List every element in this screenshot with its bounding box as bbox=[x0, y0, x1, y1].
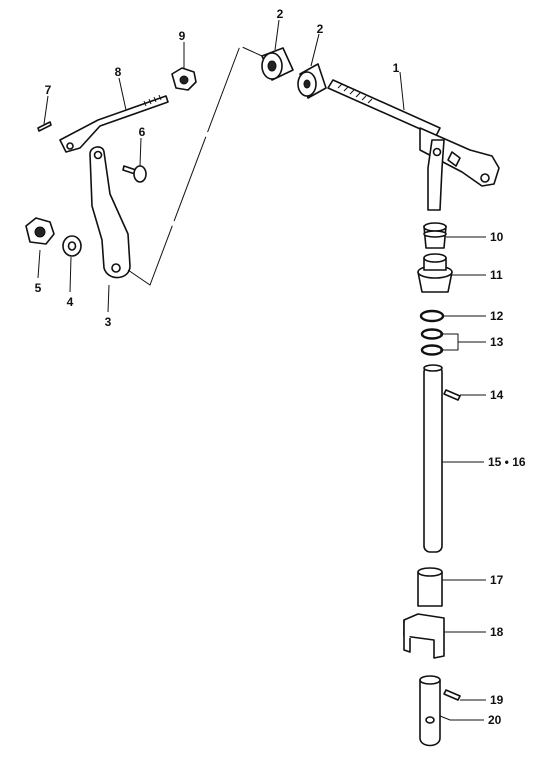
leader-lines bbox=[37, 19, 486, 721]
callout-5: 5 bbox=[35, 281, 42, 295]
callout-19: 19 bbox=[490, 693, 504, 707]
callout-6: 6 bbox=[139, 125, 146, 139]
callout-3: 3 bbox=[105, 315, 112, 329]
callout-14: 14 bbox=[490, 388, 504, 402]
callout-2a: 2 bbox=[277, 7, 284, 21]
part-6-bolt bbox=[122, 165, 147, 183]
callout-10: 10 bbox=[490, 230, 504, 244]
part-10-bushing bbox=[423, 222, 447, 249]
part-1-shift-shaft bbox=[327, 79, 500, 211]
callout-8: 8 bbox=[115, 65, 122, 79]
part-18-coupler bbox=[403, 613, 445, 659]
callout-9: 9 bbox=[179, 29, 186, 43]
part-3-link-lever bbox=[89, 146, 131, 279]
connection-line bbox=[127, 45, 263, 286]
part-7-pin bbox=[37, 121, 52, 132]
callout-12: 12 bbox=[490, 309, 504, 323]
part-2-bushing-b bbox=[297, 63, 327, 99]
callout-7: 7 bbox=[45, 83, 52, 97]
callout-17: 17 bbox=[490, 573, 504, 587]
callout-2b: 2 bbox=[317, 22, 324, 36]
part-12-o-ring bbox=[419, 309, 445, 323]
part-5-hex-nut bbox=[25, 217, 55, 245]
part-19-pin bbox=[443, 689, 461, 701]
callout-18: 18 bbox=[490, 625, 504, 639]
callout-13: 13 bbox=[490, 335, 504, 349]
part-14-spring-pin bbox=[443, 389, 461, 401]
part-11-flanged-bushing bbox=[417, 253, 453, 293]
part-2-bushing-a bbox=[261, 47, 294, 81]
part-20-rod-end bbox=[419, 675, 441, 747]
part-13-o-rings bbox=[420, 328, 444, 356]
callout-15-16: 15 • 16 bbox=[488, 455, 526, 469]
callout-4: 4 bbox=[67, 295, 74, 309]
callout-11: 11 bbox=[490, 268, 503, 282]
part-9-nut bbox=[171, 67, 197, 91]
callout-20: 20 bbox=[488, 713, 502, 727]
part-15-16-shift-rod bbox=[423, 364, 443, 553]
part-17-sleeve bbox=[417, 567, 443, 607]
callout-1: 1 bbox=[393, 61, 400, 75]
part-4-washer bbox=[62, 235, 82, 257]
part-8-adjuster-rod bbox=[59, 94, 169, 153]
